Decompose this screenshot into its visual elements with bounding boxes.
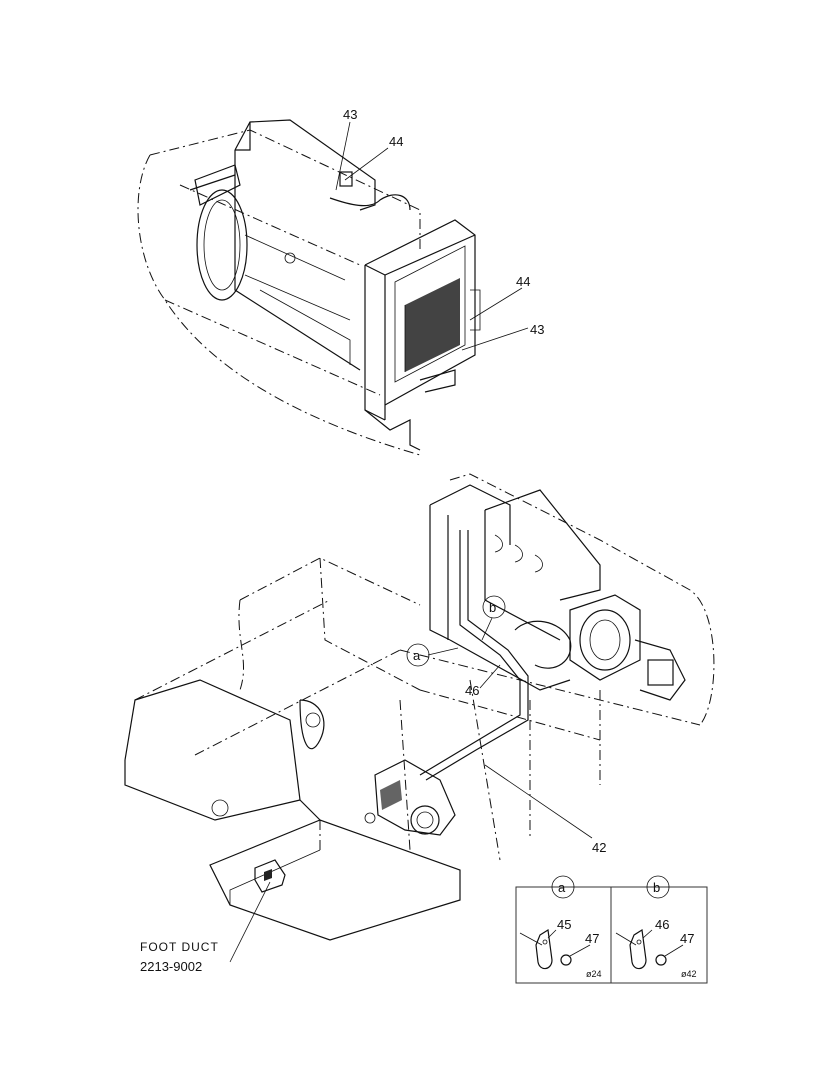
detail-a-nut: 47 (585, 931, 599, 946)
detail-a-tag: a (558, 880, 566, 895)
detail-a-dia: ø24 (586, 969, 602, 979)
callout-43-top: 43 (343, 107, 357, 122)
foot-duct-name: FOOT DUCT (140, 940, 219, 954)
detail-b-clamp: 46 (655, 917, 669, 932)
detail-b-nut: 47 (680, 931, 694, 946)
callout-44-right: 44 (516, 274, 530, 289)
callout-46: 46 (465, 683, 479, 698)
bottom-leaders (229, 617, 593, 963)
top-leaders (335, 121, 529, 351)
foot-duct-part-no: 2213-9002 (140, 959, 202, 974)
detail-b-tag: b (653, 880, 660, 895)
circle-b-main (482, 595, 506, 619)
top-engine-assembly (137, 119, 481, 456)
detail-a-clamp: 45 (557, 917, 571, 932)
circle-a-label: a (413, 648, 421, 663)
detail-box-a: a 45 47 ø24 (515, 875, 612, 984)
callout-43-right: 43 (530, 322, 544, 337)
callout-44-top: 44 (389, 134, 403, 149)
circle-a-main (406, 643, 430, 667)
detail-b-dia: ø42 (681, 969, 697, 979)
callout-42: 42 (592, 840, 606, 855)
bottom-chassis-assembly (124, 473, 715, 941)
circle-b-label: b (489, 600, 496, 615)
detail-box-b: b 46 47 ø42 (610, 875, 708, 984)
